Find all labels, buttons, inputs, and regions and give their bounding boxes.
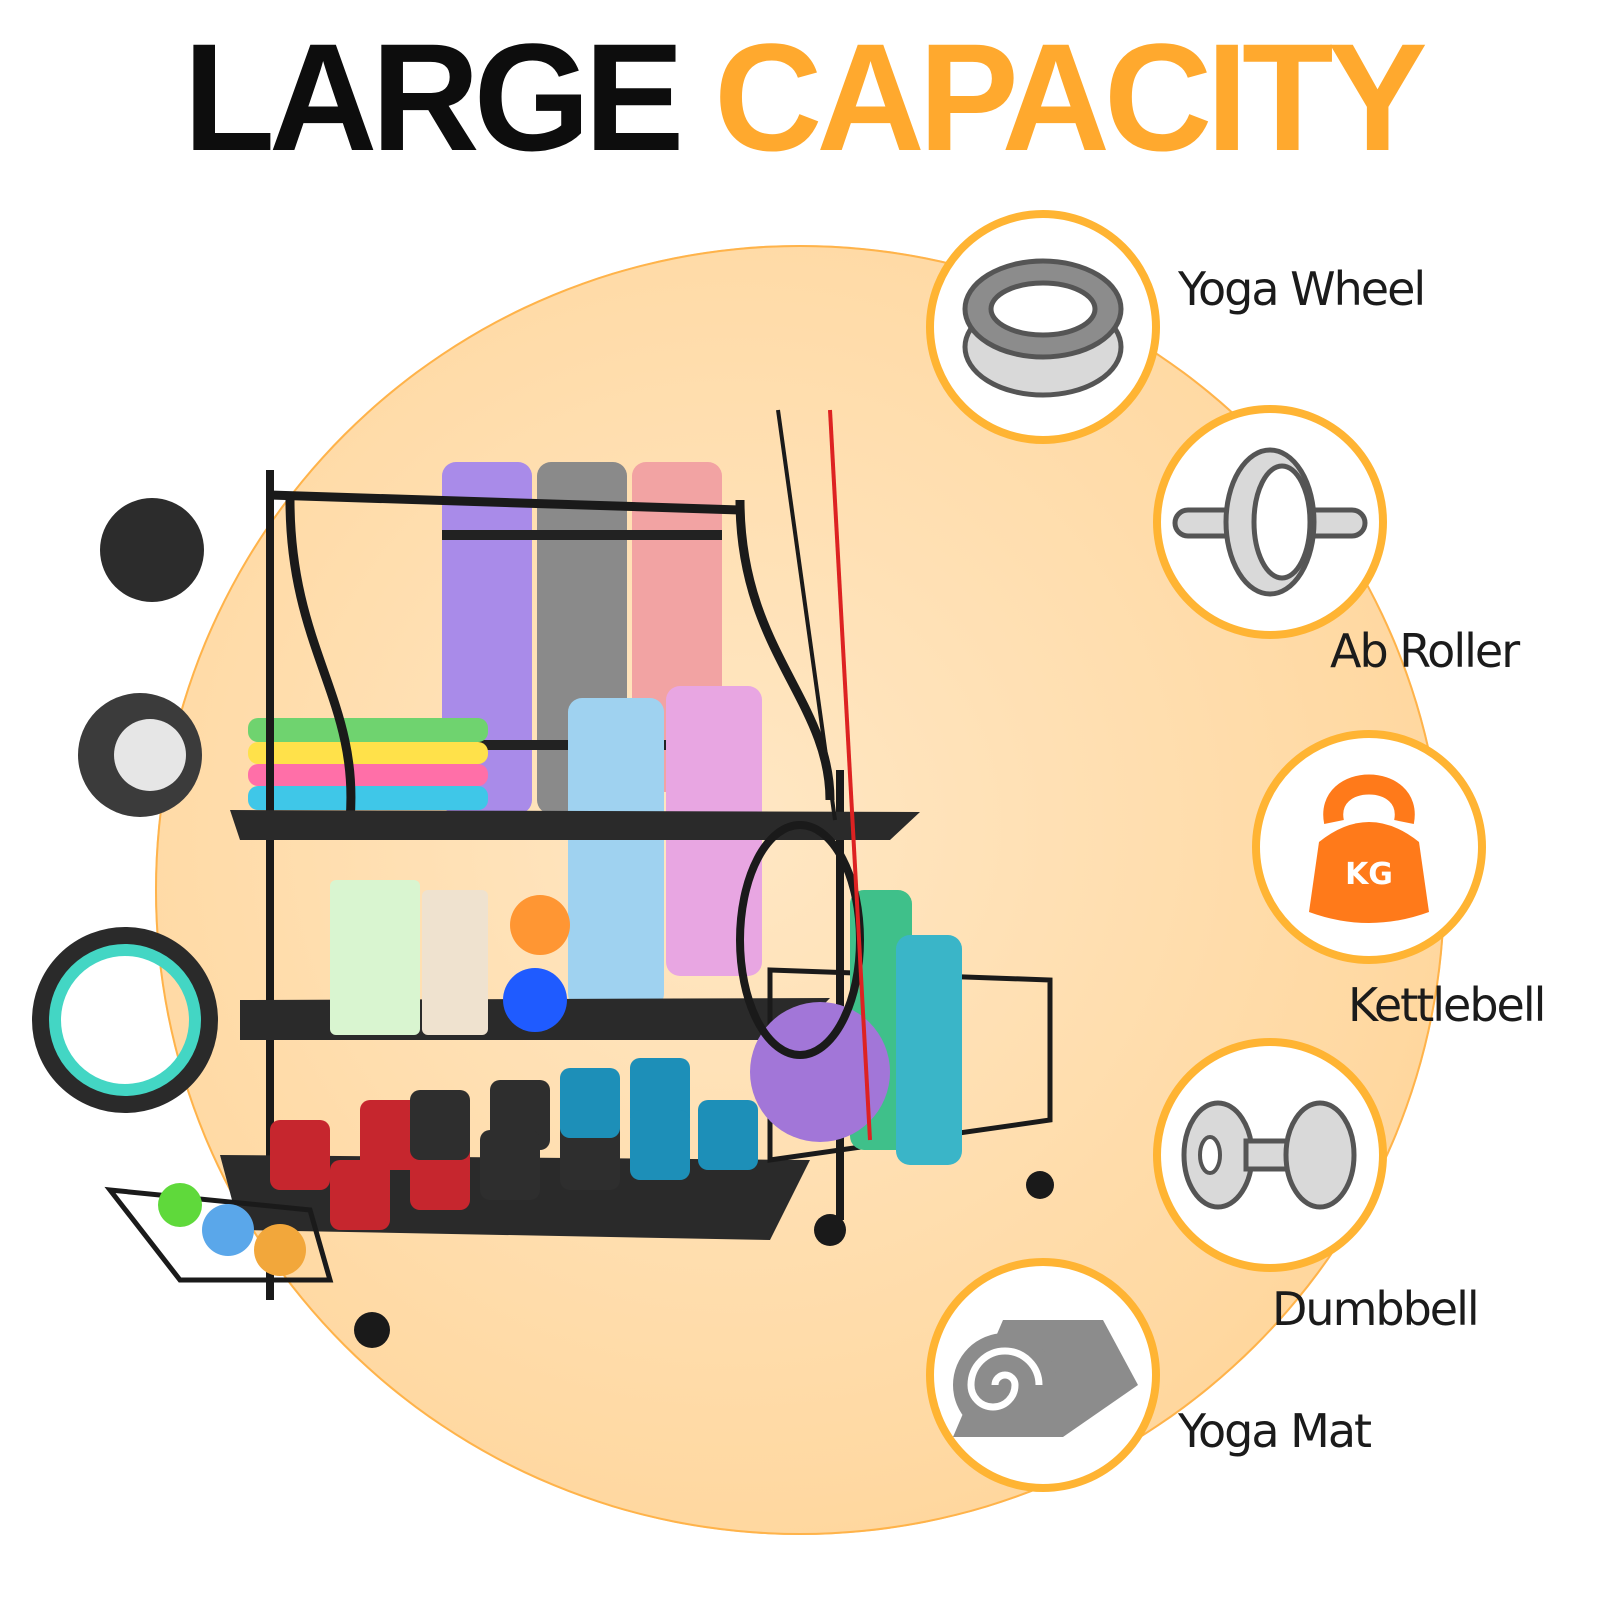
yoga-mat-label: Yoga Mat (1178, 1404, 1372, 1458)
ab-roller-icon (1172, 447, 1368, 597)
title-word-large: LARGE (183, 11, 684, 183)
dumbbell-icon (1181, 1100, 1357, 1210)
yoga-wheel-badge (926, 210, 1160, 444)
kettlebell-badge: KG (1252, 730, 1486, 964)
title-word-capacity: CAPACITY (714, 11, 1428, 183)
blue-yoga-mat (568, 698, 664, 1008)
ab-roller-label: Ab Roller (1330, 624, 1520, 678)
dumbbell-label: Dumbbell (1272, 1282, 1480, 1336)
kettlebell-kg-text: KG (1345, 857, 1393, 892)
ab-roller-badge (1153, 405, 1387, 639)
dumbbell-badge (1153, 1038, 1387, 1272)
yoga-mat-icon (953, 1320, 1138, 1437)
page-title: LARGE CAPACITY (0, 20, 1605, 174)
storage-rack-illustration (32, 409, 1054, 1348)
yoga-wheel-icon (962, 258, 1124, 398)
yoga-mat-badge (926, 1258, 1160, 1492)
kettlebell-label: Kettlebell (1348, 978, 1546, 1032)
kettlebell-icon: KG (1309, 774, 1429, 923)
yoga-wheel-label: Yoga Wheel (1178, 262, 1426, 316)
